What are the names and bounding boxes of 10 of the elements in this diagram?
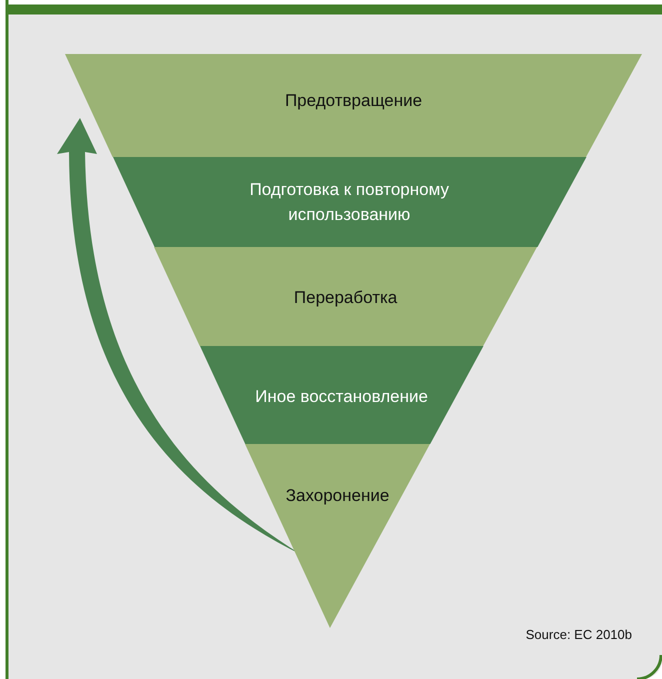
level-label: Иное восстановление: [255, 386, 428, 408]
hierarchy-level: [65, 54, 642, 157]
source-note: Source: EC 2010b: [526, 627, 632, 642]
level-label: Захоронение: [286, 485, 390, 507]
level-label: Подготовка к повторному использованию: [248, 179, 450, 226]
hierarchy-level: [154, 247, 538, 346]
level-label: Переработка: [294, 287, 398, 309]
level-label: Предотвращение: [284, 90, 422, 112]
hierarchy-level: [245, 444, 430, 628]
hierarchy-level: [200, 346, 484, 444]
